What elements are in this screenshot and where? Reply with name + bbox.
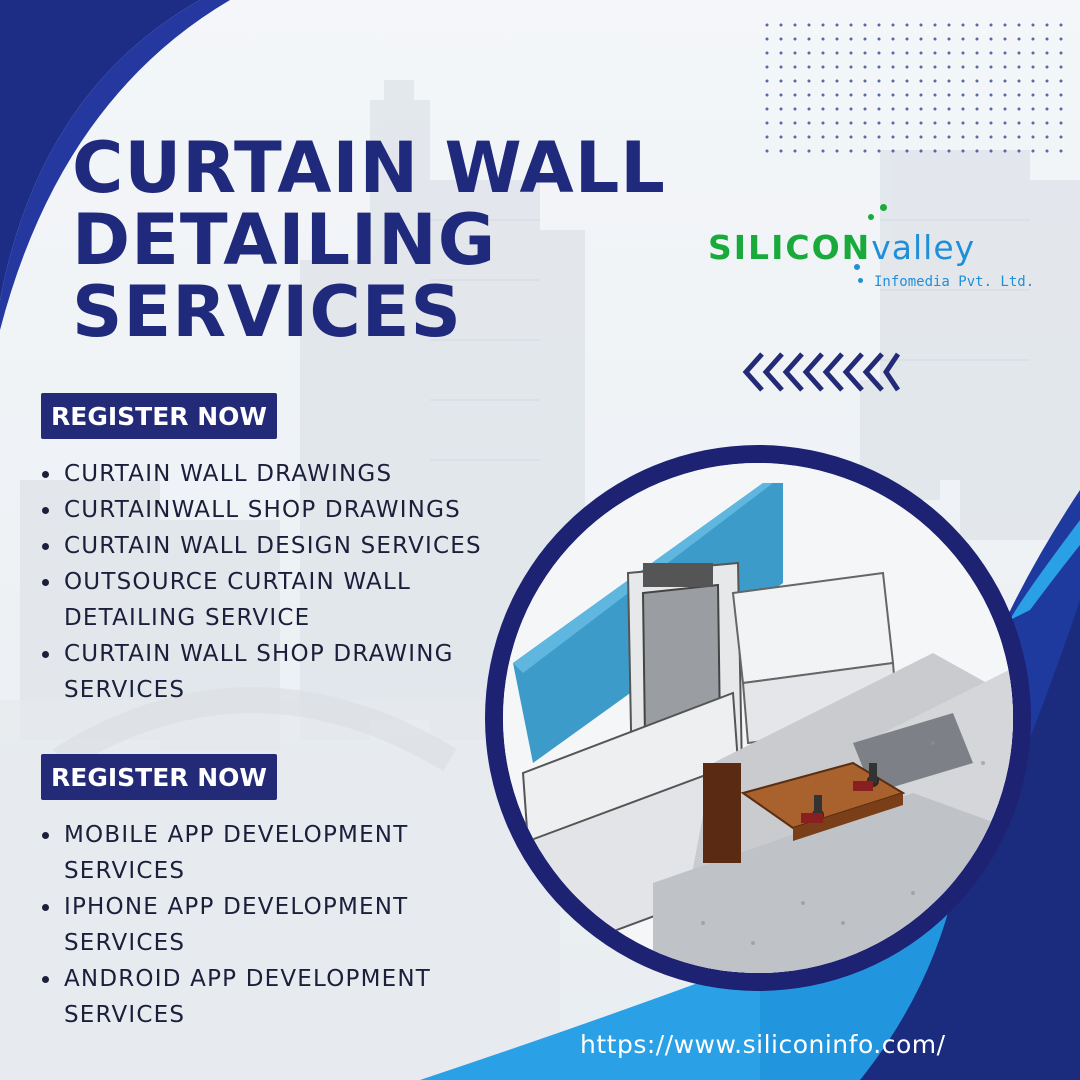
register-now-button[interactable]: REGISTER NOW (41, 754, 277, 800)
curtain-wall-illustration-frame (485, 445, 1031, 991)
list-item: OUTSOURCE CURTAIN WALL DETAILING SERVICE (40, 564, 464, 636)
list-item: ANDROID APP DEVELOPMENT SERVICES (40, 961, 484, 1033)
logo-subtitle: Infomedia Pvt. Ltd. (874, 274, 1035, 290)
list-item: IPHONE APP DEVELOPMENT SERVICES (40, 889, 464, 961)
logo-dot (868, 214, 874, 220)
website-link[interactable]: https://www.siliconinfo.com/ (580, 1030, 946, 1059)
logo-wordmark: SILICONvalley (708, 228, 975, 267)
logo-dot (880, 204, 887, 211)
curtain-wall-service-list: CURTAIN WALL DRAWINGS CURTAINWALL SHOP D… (40, 456, 520, 708)
logo-dot (858, 278, 863, 283)
logo-dot (854, 264, 860, 270)
register-now-button[interactable]: REGISTER NOW (41, 393, 277, 439)
app-service-list: MOBILE APP DEVELOPMENT SERVICES IPHONE A… (40, 817, 480, 1033)
curtain-wall-detail-image (503, 463, 1013, 973)
list-item: MOBILE APP DEVELOPMENT SERVICES (40, 817, 464, 889)
list-item: CURTAINWALL SHOP DRAWINGS (40, 492, 520, 528)
list-item: CURTAIN WALL DESIGN SERVICES (40, 528, 520, 564)
title-line-1: CURTAIN WALL (72, 127, 666, 209)
list-item: CURTAIN WALL DRAWINGS (40, 456, 520, 492)
logo-word-main: SILICON (708, 228, 872, 267)
company-logo: SILICONvalley Infomedia Pvt. Ltd. (708, 204, 1038, 300)
title-line-2: DETAILING (72, 199, 497, 281)
list-item: CURTAIN WALL SHOP DRAWING SERVICES (40, 636, 514, 708)
logo-word-accent: valley (871, 228, 976, 267)
chevron-left-icon (742, 352, 900, 392)
dot-pattern (760, 18, 1070, 158)
title-line-3: SERVICES (72, 271, 462, 353)
page-title: CURTAIN WALL DETAILING SERVICES (72, 132, 666, 348)
